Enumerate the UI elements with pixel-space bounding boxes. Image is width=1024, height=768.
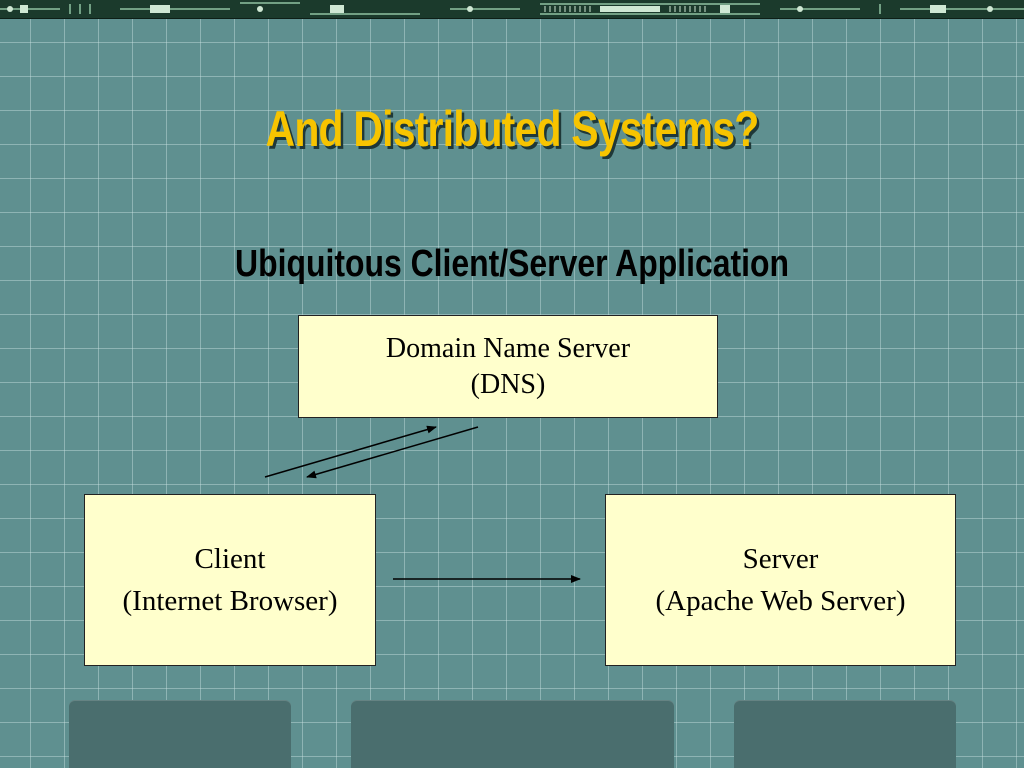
dns-label: Domain Name Server (385, 332, 631, 364)
circuit-board-strip (0, 0, 1024, 19)
footer-tab-right (734, 700, 956, 768)
client-box: Client (Internet Browser) (84, 494, 376, 666)
slide-subtitle: Ubiquitous Client/Server Application (235, 243, 789, 285)
circuit-pattern-icon (0, 2, 1024, 15)
footer-tab-center (351, 700, 674, 768)
client-to-dns-arrow (264, 425, 437, 478)
footer-tab-left (69, 700, 291, 768)
client-label: Client (194, 543, 266, 575)
dns-sublabel: (DNS) (470, 368, 546, 400)
server-label: Server (742, 543, 819, 575)
dns-box: Domain Name Server (DNS) (298, 315, 718, 418)
dns-to-client-arrow (306, 426, 479, 479)
server-sublabel: (Apache Web Server) (655, 585, 906, 617)
slide-title: And Distributed Systems? (265, 101, 760, 157)
server-box: Server (Apache Web Server) (605, 494, 956, 666)
client-sublabel: (Internet Browser) (122, 585, 338, 617)
